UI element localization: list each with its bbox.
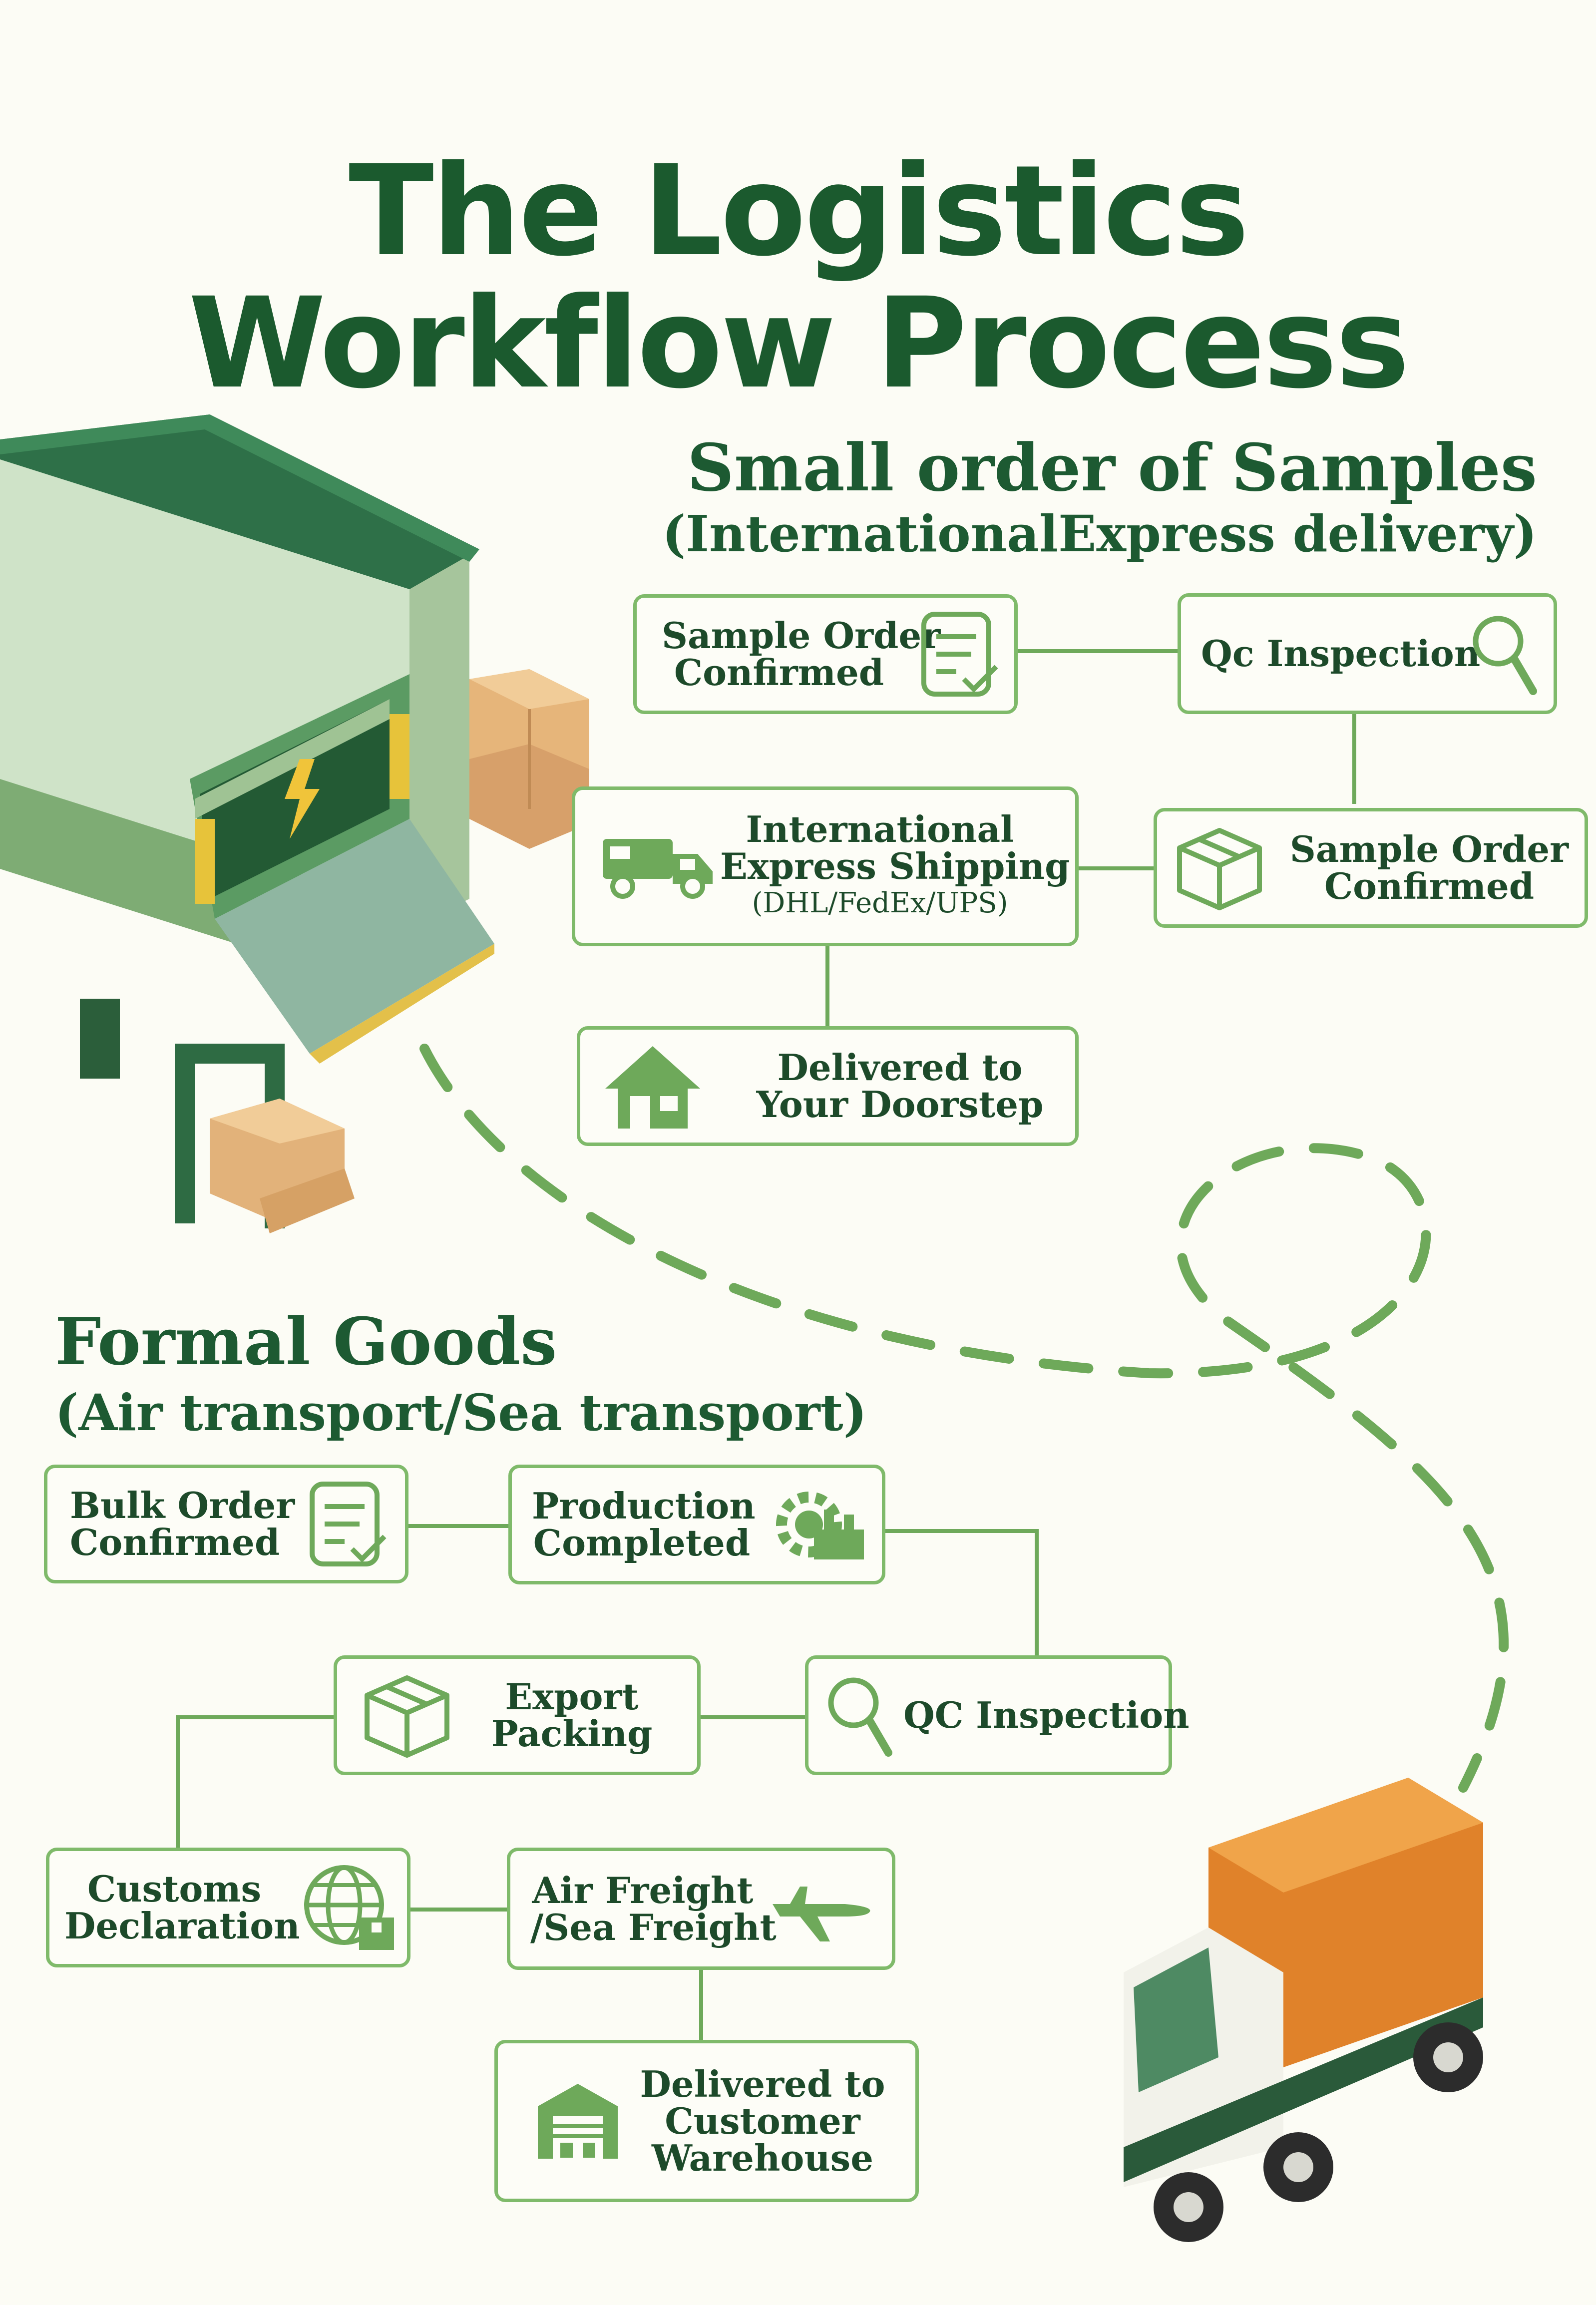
connector-line <box>1014 649 1179 653</box>
step-air-sea-freight: Air Freight/Sea Freight <box>507 1848 895 1970</box>
step-label: QC Inspection <box>903 1694 1190 1736</box>
step-label: Qc Inspection <box>1201 632 1481 675</box>
connector-line <box>881 1529 1039 1533</box>
connector-line <box>825 946 829 1026</box>
step-label: Air Freight/Sea Freight <box>530 1869 777 1948</box>
connector-line <box>699 1970 703 2045</box>
formal-section-title: Formal Goods <box>55 1303 557 1380</box>
box-icon <box>362 1673 452 1758</box>
stacked-boxes-illustration <box>469 669 589 849</box>
connector-line <box>1352 714 1356 804</box>
globe-customs-icon <box>302 1863 397 1952</box>
delivery-truck-illustration <box>1124 1778 1483 2242</box>
step-qc-inspection: Qc Inspection <box>1178 593 1557 714</box>
warehouse-icon <box>535 2079 620 2164</box>
gear-factory-icon <box>769 1480 869 1569</box>
magnifier-icon <box>823 1673 893 1758</box>
pallet-jack-illustration <box>175 1044 355 1233</box>
page-title: The Logistics Workflow Process <box>0 145 1596 409</box>
connector-line <box>176 1715 336 1719</box>
magnifier-icon <box>1468 611 1538 696</box>
house-icon <box>603 1041 703 1131</box>
connector-line <box>407 1524 512 1528</box>
connector-line <box>697 1715 809 1719</box>
step-note: (DHL/FedEx/UPS) <box>752 887 1008 919</box>
airplane-icon <box>770 1869 875 1949</box>
connector-line <box>1035 1529 1039 1658</box>
step-qc-inspection-formal: QC Inspection <box>805 1655 1190 1775</box>
title-line-2: Workflow Process <box>188 271 1410 416</box>
title-line-1: The Logistics <box>349 138 1249 284</box>
formal-section-subtitle: (Air transport/Sea transport) <box>55 1383 867 1442</box>
clipboard-check-icon <box>916 609 1001 699</box>
delivery-truck-icon <box>600 829 715 904</box>
connector-line <box>407 1908 509 1912</box>
box-icon <box>1175 825 1264 910</box>
clipboard-check-icon <box>305 1479 390 1569</box>
connector-line <box>176 1715 180 1848</box>
samples-section-subtitle: (InternationalExpress delivery) <box>662 504 1537 563</box>
dashed-route-path <box>419 1044 1509 1793</box>
warehouse-illustration <box>0 414 494 1079</box>
samples-section-title: Small order of Samples <box>687 429 1537 506</box>
connector-line <box>1076 866 1156 870</box>
